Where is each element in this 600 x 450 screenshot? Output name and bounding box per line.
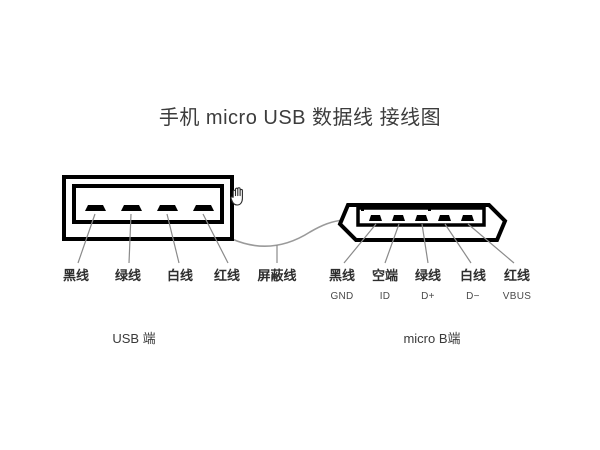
micro-b-label-green: 绿线 [414, 268, 442, 283]
micro-b-leader-4 [444, 223, 472, 264]
micro-b-leader-1 [343, 223, 377, 264]
micro-b-pin-function-dminus: D− [466, 291, 480, 302]
micro-b-pin-5 [461, 215, 474, 221]
usb-a-pin-1 [85, 205, 106, 211]
usb-a-pin-2 [121, 205, 142, 211]
usb-a-leader-4 [202, 213, 229, 264]
micro-b-notch-right [428, 204, 431, 211]
micro-b-label-red: 红线 [503, 268, 531, 283]
usb-a-label-black: 黑线 [62, 268, 90, 283]
usb-a-leader-1 [77, 213, 96, 264]
micro-b-notch-left [361, 204, 364, 211]
micro-b-pin-3 [415, 215, 428, 221]
usb-a-pin-4 [193, 205, 214, 211]
page-title: 手机 micro USB 数据线 接线图 [158, 107, 442, 129]
micro-b-pin-function-id: ID [379, 291, 391, 302]
usb-a-leader-3 [166, 213, 180, 264]
micro-b-connector [337, 203, 508, 242]
micro-b-pin-function-gnd: GND [330, 291, 354, 302]
usb-a-label-red: 红线 [213, 268, 241, 283]
usb-a-leader-2 [128, 213, 132, 264]
micro-b-label-nc: 空端 [371, 268, 399, 283]
usb-a-connector [62, 175, 234, 241]
usb-a-label-white: 白线 [166, 268, 194, 283]
micro-b-leader-5 [467, 223, 515, 264]
micro-b-pin-4 [438, 215, 451, 221]
micro-b-pin-1 [369, 215, 382, 221]
micro-b-caption: micro B端 [403, 331, 461, 346]
micro-b-leader-2 [384, 223, 400, 264]
micro-b-pin-function-dplus: D+ [421, 291, 435, 302]
usb-a-pin-3 [157, 205, 178, 211]
usb-a-label-green: 绿线 [114, 268, 142, 283]
micro-b-leader-lines [343, 223, 515, 264]
usb-a-leader-lines [77, 213, 278, 264]
micro-b-pin-function-vbus: VBUS [502, 291, 532, 302]
usb-a-caption: USB 端 [112, 331, 156, 346]
micro-b-label-black: 黑线 [328, 268, 356, 283]
shield-cable-path [231, 219, 345, 247]
usb-a-inner-cavity [72, 184, 224, 224]
micro-b-label-white: 白线 [459, 268, 487, 283]
grab-hand-cursor-icon [229, 185, 247, 207]
usb-a-label-shield: 屏蔽线 [257, 268, 297, 283]
micro-b-pin-2 [392, 215, 405, 221]
micro-b-leader-3 [421, 223, 429, 264]
